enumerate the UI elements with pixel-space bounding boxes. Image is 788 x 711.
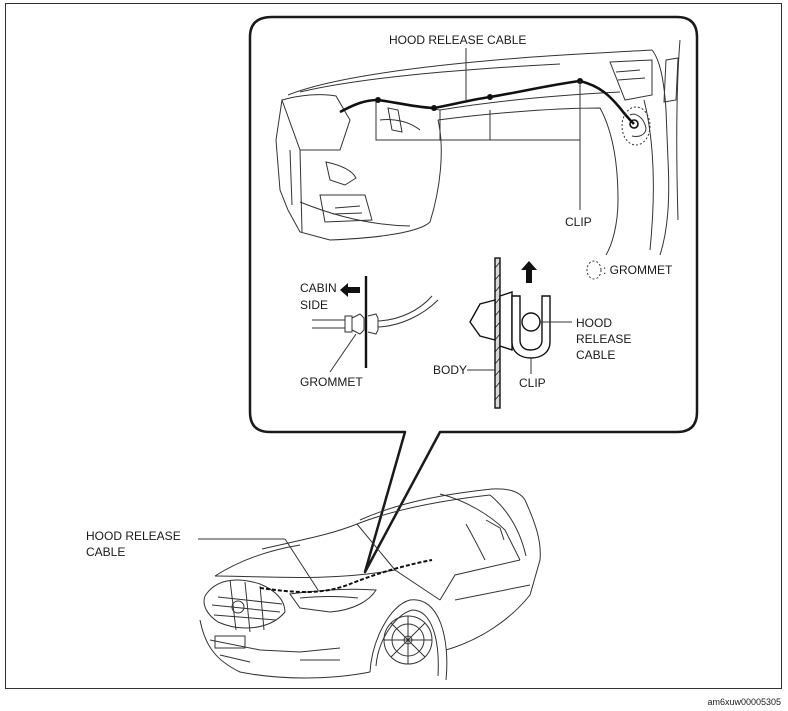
side-label: SIDE bbox=[300, 298, 328, 312]
body-panel-hatch bbox=[494, 261, 501, 401]
grommet-marker bbox=[621, 106, 651, 146]
clip-detail-label: CLIP bbox=[519, 376, 546, 390]
car-hood-cable-dashed bbox=[259, 559, 433, 593]
grommet-detail-leader bbox=[329, 333, 357, 373]
car-cable-leader-diag bbox=[284, 538, 319, 591]
grommet-point bbox=[629, 119, 639, 129]
cable-left-label: CABLE bbox=[86, 545, 125, 559]
body-label: BODY bbox=[433, 363, 467, 377]
clip-label: CLIP bbox=[565, 215, 592, 229]
grommet-legend-label: : GROMMET bbox=[603, 263, 673, 277]
hood-release-left-label: HOOD RELEASE bbox=[86, 529, 181, 543]
grommet-detail-label: GROMMET bbox=[300, 375, 363, 389]
grommet-legend-icon bbox=[586, 260, 602, 280]
cable-label: CABLE bbox=[576, 348, 615, 362]
clip-detail bbox=[469, 291, 551, 359]
hood-release-cable-label: HOOD RELEASE CABLE bbox=[389, 33, 526, 47]
release-label: RELEASE bbox=[576, 332, 631, 346]
hood-label: HOOD bbox=[576, 316, 612, 330]
callout-balloon bbox=[248, 15, 699, 574]
front-end-illustration bbox=[275, 39, 681, 256]
arrow-up-icon bbox=[521, 261, 537, 283]
grommet-detail bbox=[312, 295, 439, 335]
cabin-label: CABIN bbox=[300, 281, 337, 295]
figure-code: am6xuw00005305 bbox=[707, 697, 781, 707]
car-illustration bbox=[199, 488, 541, 681]
outer-frame bbox=[5, 3, 782, 689]
arrow-left-icon bbox=[340, 283, 360, 297]
